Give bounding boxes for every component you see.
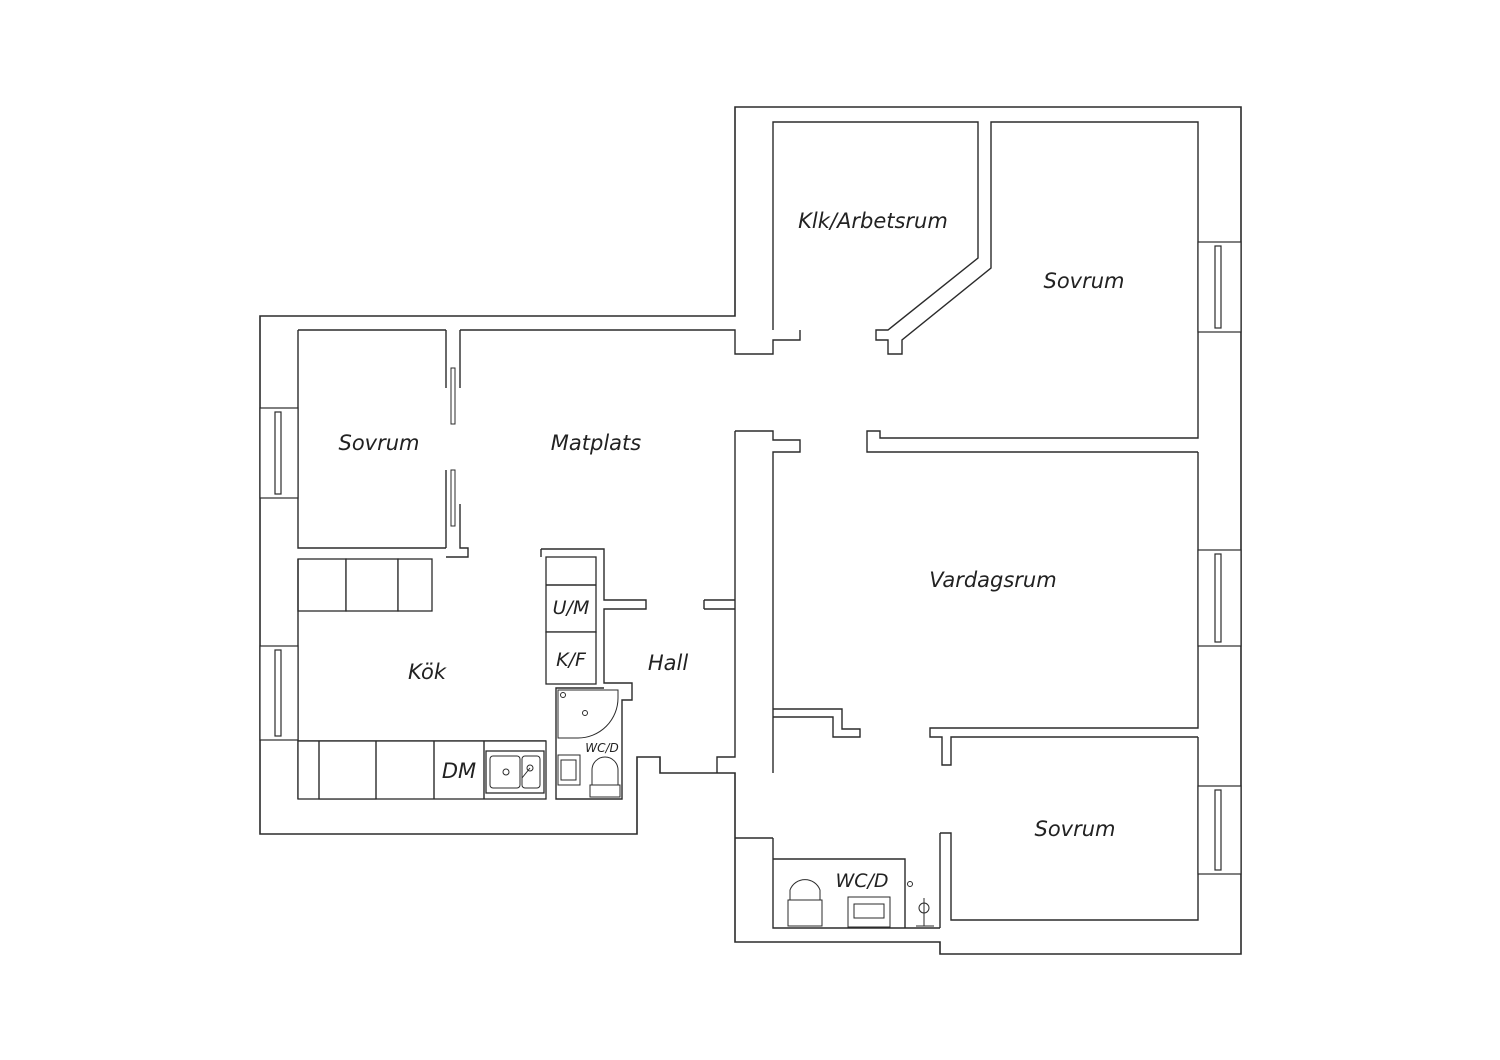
partition-matplats-top	[459, 329, 801, 388]
shower-head	[560, 692, 566, 698]
shower-valve	[907, 881, 913, 887]
room-label-um: U/M	[553, 597, 590, 619]
sink-basin-2	[521, 755, 541, 789]
room-label-sovrum-bottom-right: Sovrum	[1034, 817, 1115, 841]
klk-walls	[772, 121, 1199, 453]
door-leaf-2	[450, 469, 456, 527]
sink-basin	[489, 755, 521, 789]
room-label-hall: Hall	[648, 651, 688, 675]
hall-left-return	[735, 430, 801, 695]
closet-block	[541, 548, 647, 800]
door-leaf-1	[450, 367, 456, 425]
window-right-1	[1197, 241, 1242, 333]
window-left-upper	[259, 407, 299, 499]
shower-corner	[557, 689, 619, 739]
vardagsrum-walls	[929, 452, 1199, 766]
room-label-sovrum-top-right: Sovrum	[1043, 269, 1124, 293]
shower-drain	[582, 710, 588, 716]
window-right-3	[1197, 785, 1242, 875]
room-label-wcd-bottom: WC/D	[835, 870, 888, 892]
upper-cabinet-2	[345, 558, 399, 612]
window-left-lower	[259, 645, 299, 741]
room-label-klk-arbetsrum: Klk/Arbetsrum	[798, 209, 948, 233]
upper-cabinet-3	[397, 558, 433, 612]
bottom-washbasin-inner	[853, 903, 885, 919]
hall-left-wall	[716, 431, 736, 773]
bottom-wc-walls	[735, 833, 941, 929]
closet-um	[545, 556, 597, 633]
small-toilet-tank	[589, 784, 621, 798]
tap-spout	[521, 767, 531, 779]
upper-cabinet-1	[297, 558, 347, 612]
room-label-vardagsrum: Vardagsrum	[929, 568, 1056, 592]
room-label-dm: DM	[442, 759, 476, 783]
sink-tap	[526, 764, 534, 772]
bottom-toilet-tank	[787, 899, 823, 927]
vardagsrum-left	[772, 695, 861, 773]
window-right-2	[1197, 549, 1242, 647]
bottom-toilet	[789, 879, 821, 900]
closet-kf	[545, 631, 597, 685]
room-label-kok: Kök	[408, 660, 447, 684]
small-washbasin-inner	[560, 759, 577, 781]
small-toilet	[591, 756, 619, 785]
room-label-matplats: Matplats	[551, 431, 641, 455]
partition-sovrum-bottom	[446, 504, 469, 558]
hall-stub	[703, 599, 735, 610]
sovrum-left-walls	[297, 329, 447, 549]
sink-drain	[502, 768, 510, 776]
bottom-washbasin	[847, 896, 891, 928]
sink-outer	[485, 750, 545, 794]
room-label-sovrum-left: Sovrum	[338, 431, 419, 455]
room-label-wcd-small: WC/D	[585, 741, 619, 755]
small-washbasin	[557, 754, 581, 786]
room-label-kf: K/F	[556, 649, 587, 671]
